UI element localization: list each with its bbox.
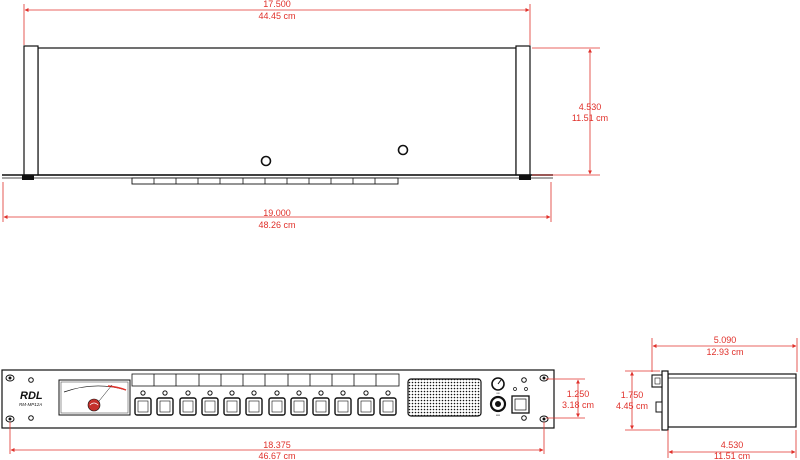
jack-caption-mark: ▪▪▪▪ [496,413,500,417]
side-chassis [667,373,797,428]
side-height-metric: 4.45 cm [616,401,648,411]
model-label: RM-MP12A [19,402,42,407]
knob-icon [260,155,272,167]
side-knob [651,374,663,388]
foot-left [22,175,34,180]
switch-button[interactable] [201,397,219,416]
switch-button[interactable] [245,397,263,416]
knob-icon [397,144,409,156]
left-ear [23,45,39,176]
power-switch[interactable] [511,395,530,414]
vu-meter [58,379,131,416]
switch-button[interactable] [134,397,152,416]
top-depth-imperial: 4.530 [579,102,602,112]
top-width-metric: 44.45 cm [258,11,295,21]
side-body-depth-imperial: 4.530 [721,440,744,450]
switch-button[interactable] [312,397,330,416]
side-height-imperial: 1.750 [621,390,644,400]
panel-height-imperial: 1.250 [567,389,590,399]
switch-button[interactable] [223,397,241,416]
hole-spacing-imperial: 18.375 [263,440,291,450]
right-ear [515,45,531,176]
front-view: RDL RM-MP12A [1,369,594,460]
switch-bank [134,390,397,416]
hole-spacing-metric: 46.67 cm [258,451,295,460]
knob-caption-mark: ▪▪▪ [496,391,499,395]
top-view: 17.500 44.45 cm [2,0,608,230]
side-jack [655,401,663,413]
top-depth-metric: 11.51 cm [572,113,608,123]
switch-button[interactable] [179,397,197,416]
switch-button[interactable] [268,397,286,416]
overall-width-imperial: 19.000 [263,208,291,218]
side-body-depth-metric: 11.51 cm [714,451,750,460]
panel-height-metric: 3.18 cm [562,400,594,410]
side-depth-metric: 12.93 cm [706,347,743,357]
side-view: 5.090 12.93 cm 1.750 4.45 cm 4.530 11.51… [616,335,798,460]
switch-button[interactable] [334,397,352,416]
overall-width-metric: 48.26 cm [258,220,295,230]
switch-button[interactable] [156,397,174,416]
side-front-plate [661,370,669,431]
switch-button[interactable] [290,397,308,416]
chassis-top [37,47,517,176]
foot-right [519,175,531,180]
side-depth-imperial: 5.090 [714,335,737,345]
switch-button[interactable] [379,397,397,416]
speaker-grille [407,378,482,417]
switch-caps-top [131,177,399,185]
top-width-imperial: 17.500 [263,0,291,9]
brand-logo: RDL [20,390,43,402]
switch-button[interactable] [357,397,375,416]
switch-label-strip [131,373,400,387]
